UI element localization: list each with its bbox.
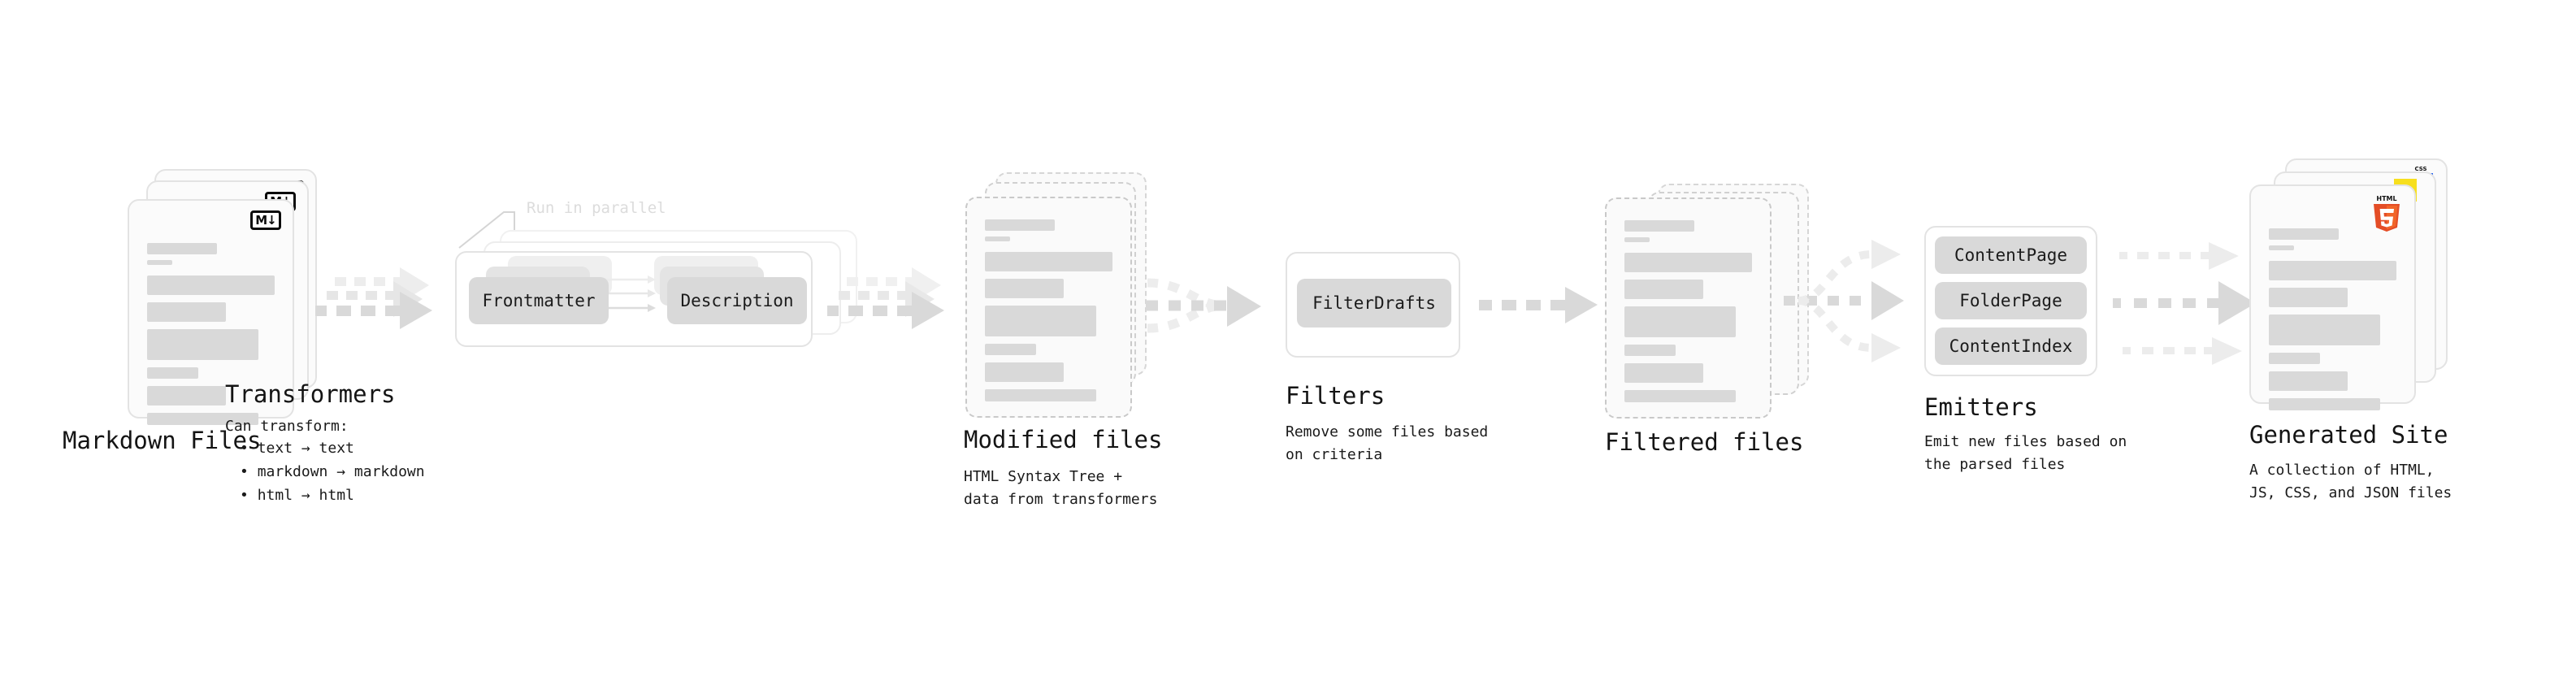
run-in-parallel-callout-line xyxy=(458,211,515,249)
modified-card-front xyxy=(965,197,1132,418)
skeleton-line xyxy=(1624,390,1736,402)
transformers-bullet-list: text → text markdown → markdown html → h… xyxy=(230,437,425,507)
modified-files-title: Modified files xyxy=(964,426,1163,453)
emitters-chip-folderpage[interactable]: FolderPage xyxy=(1935,282,2087,319)
skeleton-line xyxy=(1624,220,1695,232)
connector-filtered-to-emitters xyxy=(1784,240,1904,362)
connector-emitters-to-site xyxy=(2113,242,2256,365)
skeleton-line xyxy=(2269,245,2295,250)
run-in-parallel-note: Run in parallel xyxy=(527,199,666,217)
connector-transformers-to-modified xyxy=(827,267,944,329)
transformers-description: Can transform: xyxy=(225,418,349,435)
skeleton-line xyxy=(147,386,227,406)
transformer-chip-frontmatter[interactable]: Frontmatter xyxy=(469,277,609,324)
skeleton-line xyxy=(2269,398,2380,410)
filtered-skeleton-lines xyxy=(1624,220,1752,402)
skeleton-line xyxy=(1624,306,1736,337)
svg-text:HTML: HTML xyxy=(2376,195,2396,202)
skeleton-line xyxy=(985,389,1096,401)
filters-chip-filterdrafts[interactable]: FilterDrafts xyxy=(1297,279,1451,327)
transformers-bullet-item: markdown → markdown xyxy=(230,461,425,484)
skeleton-line xyxy=(147,260,173,265)
skeleton-line xyxy=(985,306,1096,336)
html5-badge-glyph: HTML xyxy=(2374,195,2400,232)
generated-card-front: HTML xyxy=(2249,184,2416,410)
skeleton-line xyxy=(147,367,198,379)
filters-description: Remove some files based on criteria xyxy=(1286,423,1489,463)
modified-files-description: HTML Syntax Tree + data from transformer… xyxy=(964,468,1158,508)
skeleton-line xyxy=(985,279,1065,298)
transformers-bullet-item: text → text xyxy=(230,437,425,461)
skeleton-line xyxy=(147,302,227,322)
skeleton-line xyxy=(2269,314,2380,345)
skeleton-line xyxy=(147,329,258,360)
markdown-skeleton-lines xyxy=(147,243,275,425)
markdown-card-front: M↓ xyxy=(128,199,294,425)
skeleton-line xyxy=(147,413,258,425)
skeleton-line xyxy=(2269,353,2320,364)
html5-badge: HTML xyxy=(2369,193,2405,237)
emitters-chip-contentpage[interactable]: ContentPage xyxy=(1935,236,2087,274)
generated-site-description: A collection of HTML, JS, CSS, and JSON … xyxy=(2249,462,2452,501)
skeleton-line xyxy=(147,243,218,254)
transformer-inner-arrows xyxy=(605,275,656,312)
generated-site-title: Generated Site xyxy=(2249,421,2448,449)
emitters-title: Emitters xyxy=(1924,393,2038,421)
connector-modified-to-filters xyxy=(1146,278,1261,333)
transformer-chip-description[interactable]: Description xyxy=(667,277,807,324)
modified-skeleton-lines xyxy=(985,219,1112,401)
skeleton-line xyxy=(985,362,1065,382)
css-badge-label: CSS xyxy=(2414,166,2427,172)
skeleton-line xyxy=(1624,237,1650,242)
markdown-files-title: Markdown Files xyxy=(63,427,262,454)
skeleton-line xyxy=(985,344,1036,355)
generated-skeleton-lines xyxy=(2269,228,2396,410)
skeleton-line xyxy=(1624,363,1704,383)
transformers-title: Transformers xyxy=(225,380,396,408)
filtered-files-title: Filtered files xyxy=(1605,428,1804,456)
skeleton-line xyxy=(1624,345,1676,356)
skeleton-line xyxy=(2269,371,2348,391)
transformers-bullet-item: html → html xyxy=(230,484,425,508)
markdown-badge-front: M↓ xyxy=(250,210,281,230)
filtered-card-front xyxy=(1605,197,1772,419)
skeleton-line xyxy=(2269,288,2348,307)
skeleton-line xyxy=(985,252,1112,271)
markdown-badge-glyph: M↓ xyxy=(250,210,281,230)
skeleton-line xyxy=(1624,280,1704,299)
skeleton-line xyxy=(985,219,1056,231)
skeleton-line xyxy=(147,275,275,295)
skeleton-line xyxy=(1624,253,1752,272)
emitters-description: Emit new files based on the parsed files xyxy=(1924,433,2127,473)
filters-title: Filters xyxy=(1286,382,1386,410)
emitters-chip-contentindex[interactable]: ContentIndex xyxy=(1935,327,2087,365)
connector-filters-to-filtered xyxy=(1479,287,1598,323)
skeleton-line xyxy=(2269,261,2396,280)
skeleton-line xyxy=(2269,228,2340,240)
skeleton-line xyxy=(985,236,1011,241)
connector-md-to-transformers xyxy=(315,267,432,329)
